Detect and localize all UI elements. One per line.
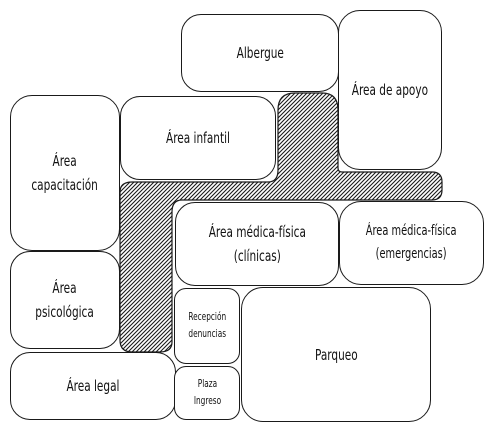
room-albergue-label: Albergue bbox=[236, 44, 284, 62]
room-area-apoyo-label: Área de apoyo bbox=[351, 81, 429, 99]
room-area-legal: Área legal bbox=[10, 352, 176, 420]
room-area-medica-clinicas: Área médica-física (clínicas) bbox=[175, 202, 339, 286]
room-parqueo: Parqueo bbox=[241, 287, 431, 422]
room-area-apoyo: Área de apoyo bbox=[338, 10, 442, 170]
room-area-capacitacion: Área capacitación bbox=[10, 95, 120, 251]
room-area-psicologica: Área psicológica bbox=[10, 251, 120, 349]
room-area-legal-label: Área legal bbox=[66, 377, 120, 395]
room-albergue: Albergue bbox=[181, 14, 339, 92]
room-parqueo-label: Parqueo bbox=[314, 345, 358, 364]
room-area-capacitacion-label: Área capacitación bbox=[31, 152, 99, 194]
room-recepcion-denuncias-label: Recepción denuncias bbox=[188, 311, 226, 340]
room-area-medica-clinicas-label: Área médica-física (clínicas) bbox=[208, 223, 306, 265]
room-plaza-ingreso-label: Plaza Ingreso bbox=[193, 378, 221, 407]
room-area-medica-emergencias-label: Área médica-física (emergencias) bbox=[366, 223, 457, 262]
room-area-medica-emergencias: Área médica-física (emergencias) bbox=[339, 201, 484, 285]
room-area-infantil-label: Área infantil bbox=[166, 129, 230, 147]
room-area-infantil: Área infantil bbox=[120, 96, 276, 180]
room-area-psicologica-label: Área psicológica bbox=[35, 279, 95, 321]
room-plaza-ingreso: Plaza Ingreso bbox=[174, 366, 240, 420]
room-recepcion-denuncias: Recepción denuncias bbox=[174, 288, 240, 364]
circulation-corridor bbox=[119, 92, 443, 353]
